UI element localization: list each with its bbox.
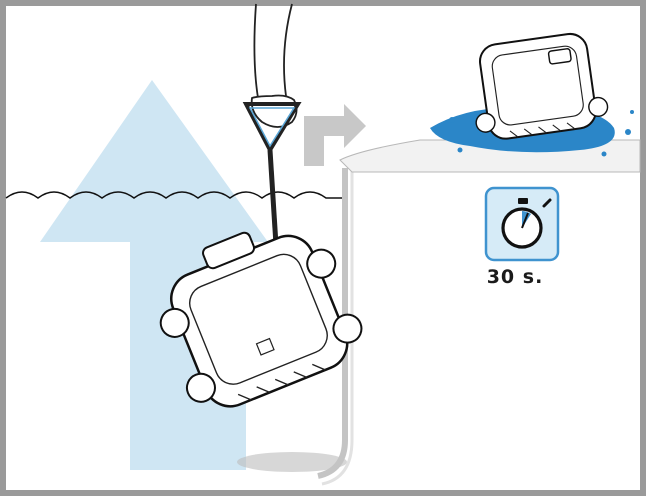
arm-outline (254, 4, 292, 98)
water-drop (602, 152, 607, 157)
water-drop (449, 117, 455, 123)
water-drop (625, 129, 631, 135)
water-drop (630, 110, 634, 114)
timer-duration-label: 30 s. (470, 266, 560, 288)
hand-icon (252, 96, 297, 128)
stopwatch-icon (486, 188, 558, 260)
handle-cord (270, 150, 276, 245)
robot-cleaner-icon (466, 30, 610, 143)
water-drop (458, 148, 463, 153)
